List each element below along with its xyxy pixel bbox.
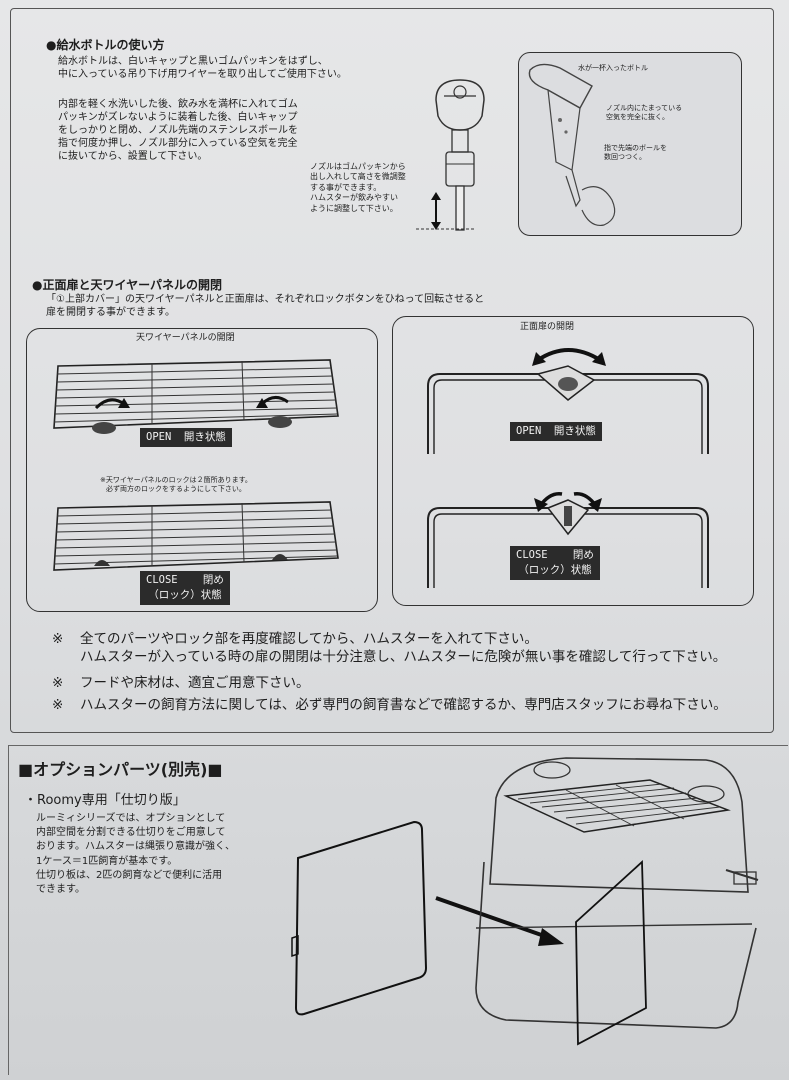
front-door-close-label: CLOSE 閉め （ロック）状態: [510, 546, 600, 581]
wire-panel-title: 天ワイヤーパネルの開閉: [136, 333, 235, 343]
front-door-diagram-frame: [392, 316, 754, 606]
front-door-title: 正面扉の開閉: [520, 322, 575, 332]
divider-product-heading: ・Roomy専用「仕切り版」: [24, 793, 186, 808]
options-title: ■オプションパーツ(別売)■: [18, 760, 223, 779]
wire-lock-note: ※天ワイヤーパネルのロックは２箇所あります。 必ず両方のロックをするようにして下…: [100, 476, 252, 494]
instructions-frame: [10, 8, 774, 733]
note-mark-2: ※: [52, 675, 64, 691]
note-text-1: 全てのパーツやロック部を再度確認してから、ハムスターを入れて下さい。 ハムスター…: [80, 631, 727, 665]
divider-board-drawing: [291, 820, 428, 1016]
front-door-closed-drawing: [427, 492, 709, 588]
divider-product-desc: ルーミィシリーズでは、オプションとして 内部空間を分割できる仕切りをご用意して …: [36, 813, 235, 895]
note-mark-3: ※: [52, 697, 64, 713]
bottle-photo-drawing: [528, 63, 616, 227]
wire-panel-open-label: OPEN 開き状態: [140, 428, 232, 448]
insert-arrow-icon: [435, 896, 564, 946]
front-door-open-label: OPEN 開き状態: [510, 422, 602, 442]
bottle-steps-text: 内部を軽く水洗いした後、飲み水を満杯に入れてゴム パッキンがズレないように装着し…: [58, 99, 298, 162]
height-adjust-arrow-icon: [431, 192, 441, 230]
nozzle-guide-dash: [416, 228, 476, 230]
door-section-desc: 「①上部カバー」の天ワイヤーパネルと正面扉は、それぞれロックボタンをひねって回転…: [46, 294, 485, 318]
wire-panel-open-drawing: [53, 359, 339, 434]
bottle-section-title: ●給水ボトルの使い方: [46, 38, 165, 52]
note-mark-1: ※: [52, 631, 64, 647]
photo-label-poke: 指で先端のボールを 数回つつく。: [604, 144, 667, 162]
front-door-open-drawing: [427, 348, 709, 454]
note-text-2: フードや床材は、適宜ご用意下さい。: [80, 675, 310, 691]
wire-panel-diagram-frame: [26, 328, 378, 612]
wire-panel-closed-drawing: [53, 501, 339, 571]
photo-label-air: ノズル内にたまっている 空気を完全に抜く。: [606, 104, 683, 122]
door-section-title: ●正面扉と天ワイヤーパネルの開閉: [32, 278, 222, 292]
nozzle-note: ノズルはゴムパッキンから 出し入れして高さを微調整 する事ができます。 ハムスタ…: [310, 162, 406, 213]
bottle-photo-panel: [518, 52, 742, 236]
options-frame: [8, 745, 788, 1075]
note-text-3: ハムスターの飼育方法に関しては、必ず専門の飼育書などで確認するか、専門店スタッフ…: [80, 697, 727, 713]
photo-label-full-bottle: 水が一杯入ったボトル: [578, 64, 648, 72]
bottle-intro-text: 給水ボトルは、白いキャップと黒いゴムパッキンをはずし、 中に入っている吊り下げ用…: [58, 56, 347, 80]
wire-panel-close-label: CLOSE 閉め （ロック）状態: [140, 571, 230, 606]
cage-with-divider-drawing: [475, 757, 759, 1046]
bottle-nozzle-illustration: [435, 79, 485, 231]
